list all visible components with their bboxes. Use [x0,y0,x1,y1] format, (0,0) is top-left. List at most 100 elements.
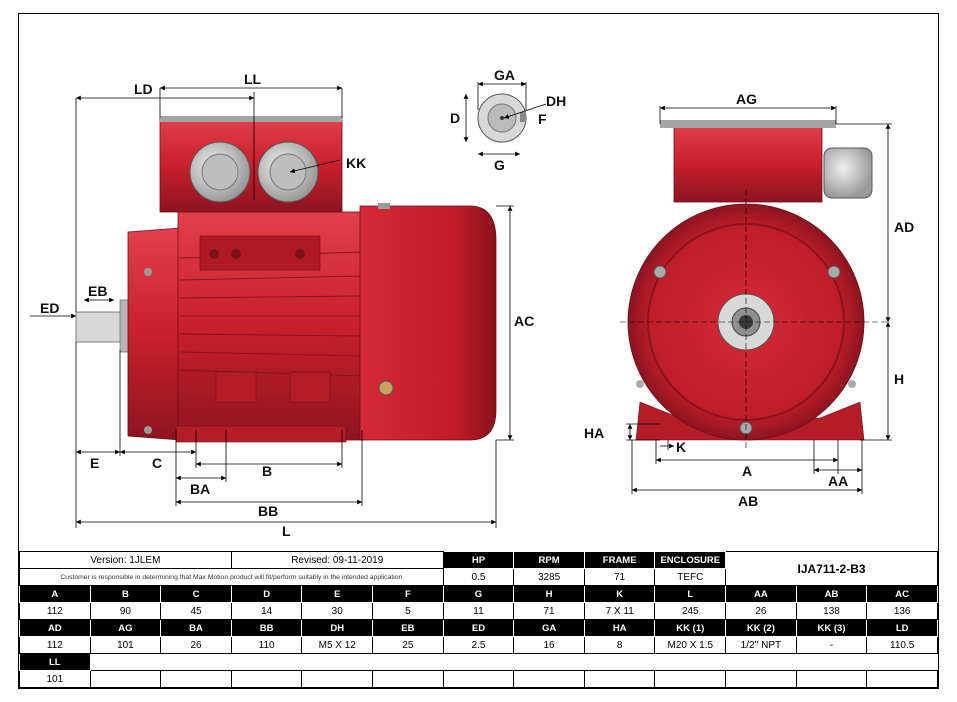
dim-label-C: C [152,455,162,471]
dim-value: M20 X 1.5 [654,636,727,654]
dim-header: KK (2) [725,619,797,637]
dim-value: 90 [89,602,162,620]
dim-header: G [442,585,515,603]
dim-label-G: G [494,157,505,173]
motor-feet [175,425,347,443]
summary-value: 3285 [513,568,585,586]
dim-label-H: H [894,371,904,387]
dim-label-A: A [742,463,752,479]
dim-header: GA [513,619,585,637]
version-cell: Version: 1JLEM [19,551,232,569]
dim-value: 26 [725,602,797,620]
dim-value: 112 [19,602,91,620]
dim-header: KK (3) [795,619,868,637]
dim-value: 7 X 11 [583,602,656,620]
dim-label-L: L [282,523,291,539]
dim-header: KK (1) [654,619,727,637]
dim-header: LD [866,619,938,637]
dim-value: 8 [583,636,656,654]
dim-value: 5 [372,602,444,620]
dim-header: C [160,585,232,603]
shaft-end-view: GA DH D F G [450,67,566,173]
dim-label-D: D [450,110,460,126]
dim-value: 245 [654,602,727,620]
dim-value: 110 [230,636,303,654]
front-endshield [127,227,181,441]
dim-value: 136 [866,602,938,620]
dim-header: AC [866,585,938,603]
model-number: IJA711-2-B3 [725,551,938,586]
summary-header: FRAME [583,551,656,569]
dim-header: HA [583,619,656,637]
dim-header: BA [160,619,232,637]
spec-table: Version: 1JLEM Revised: 09-11-2019 HP RP… [19,551,938,688]
dim-header: AB [795,585,868,603]
summary-header: RPM [513,551,585,569]
dim-label-E: E [90,455,99,471]
dim-value: 138 [795,602,868,620]
dim-header: K [583,585,656,603]
dim-label-HA: HA [584,425,604,441]
dim-header: LL [19,653,91,671]
dim-header: BB [230,619,303,637]
summary-header: ENCLOSURE [654,551,727,569]
dim-header: H [513,585,585,603]
dim-label-BA: BA [190,481,210,497]
dim-label-AA: AA [828,473,848,489]
dim-label-K: K [676,439,686,455]
dim-label-GA: GA [494,67,515,83]
dim-value-row-1: 112 90 45 14 30 5 11 71 7 X 11 245 26 13… [19,602,938,620]
dim-label-F: F [538,111,547,127]
dim-header: AG [89,619,162,637]
dim-label-EB: EB [88,283,107,299]
dim-value: 26 [160,636,232,654]
dim-header: A [19,585,91,603]
drawing-sheet-border [18,13,939,689]
dim-value: - [795,636,868,654]
summary-value: 0.5 [442,568,515,586]
dim-header: AD [19,619,91,637]
fan-cover [359,205,497,441]
revised-cell: Revised: 09-11-2019 [230,551,444,569]
dim-value: 30 [301,602,374,620]
dim-label-AG: AG [736,91,757,107]
dim-header: AA [725,585,797,603]
dim-header: D [230,585,303,603]
dim-value: 112 [19,636,91,654]
dim-value: 11 [442,602,515,620]
front-view: AG AD H HA K A AA AB [584,91,914,509]
dim-value: 25 [372,636,444,654]
dim-label-LD: LD [134,81,153,97]
dim-value: 101 [89,636,162,654]
dim-header-row-3: LL [19,653,938,671]
dim-value: 71 [513,602,585,620]
dim-value: 1/2'' NPT [725,636,797,654]
dim-header: EB [372,619,444,637]
dim-label-ED: ED [40,300,59,316]
dim-value: 101 [19,670,91,688]
summary-value: TEFC [654,568,727,586]
dim-value: 110.5 [866,636,938,654]
dim-value: 16 [513,636,585,654]
dim-header-row-1: A B C D E F G H K L AA AB AC [19,585,938,603]
dim-header-row-2: AD AG BA BB DH EB ED GA HA KK (1) KK (2)… [19,619,938,637]
dim-header: E [301,585,374,603]
motor-drawing: LD LL KK EB ED AC E C B BA BB L GA DH D … [30,67,914,539]
side-cable-gland-icon [823,147,873,199]
dim-value-row-3: 101 [19,670,938,688]
dim-header: ED [442,619,515,637]
dim-label-DH: DH [546,93,566,109]
dim-label-AD: AD [894,219,914,235]
dim-value: M5 X 12 [301,636,374,654]
dim-header: DH [301,619,374,637]
summary-header: HP [442,551,515,569]
dim-header: F [372,585,444,603]
dim-label-BB: BB [258,503,278,519]
dim-label-AB: AB [738,493,758,509]
dim-value: 2.5 [442,636,515,654]
dim-label-LL: LL [244,71,262,87]
dim-label-KK: KK [346,155,366,171]
side-view: LD LL KK EB ED AC E C B BA BB L [30,71,534,539]
shaft [75,311,123,343]
dim-value-row-2: 112 101 26 110 M5 X 12 25 2.5 16 8 M20 X… [19,636,938,654]
